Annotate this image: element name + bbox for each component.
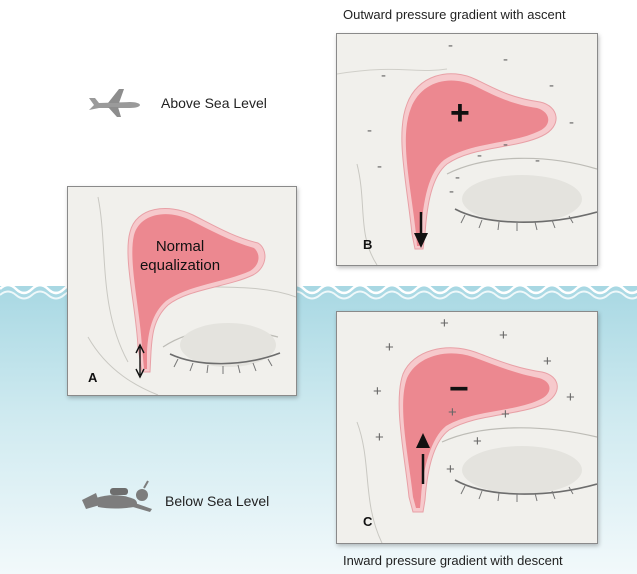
panel-b-ascent: + - - - - - - - - - - - - B: [336, 33, 598, 266]
panel-b-outside-sign: -: [455, 170, 460, 185]
panel-b-outside-sign: -: [503, 52, 508, 67]
panel-c-center-sign: −: [449, 372, 469, 406]
panel-b-outside-sign: -: [503, 137, 508, 152]
panel-c-outside-sign: +: [543, 354, 552, 369]
panel-b-outside-sign: -: [549, 78, 554, 93]
panel-c-outside-sign: +: [448, 405, 457, 420]
panel-b-outside-sign: -: [381, 68, 386, 83]
panel-b-outside-sign: -: [477, 148, 482, 163]
bottom-caption: Inward pressure gradient with descent: [343, 553, 563, 568]
panel-a-label-line2: equalization: [130, 256, 230, 275]
panel-c-outside-sign: +: [566, 390, 575, 405]
panel-b-outside-sign: -: [367, 123, 372, 138]
panel-b-outside-sign: -: [448, 38, 453, 53]
panel-a-sinus-label: Normal equalization: [130, 237, 230, 275]
scuba-diver-icon: [80, 478, 160, 526]
panel-c-illustration: [337, 312, 597, 543]
panel-c-outside-sign: +: [440, 316, 449, 331]
panel-a-label-line1: Normal: [130, 237, 230, 256]
panel-b-letter: B: [363, 237, 372, 252]
panel-b-illustration: [337, 34, 597, 265]
panel-c-outside-sign: +: [499, 328, 508, 343]
above-sea-level-label: Above Sea Level: [161, 95, 267, 111]
panel-c-outside-sign: +: [373, 384, 382, 399]
panel-a-illustration: [68, 187, 296, 395]
panel-a-letter: A: [88, 370, 97, 385]
panel-c-letter: C: [363, 514, 372, 529]
panel-c-outside-sign: +: [473, 434, 482, 449]
panel-c-outside-sign: +: [446, 462, 455, 477]
panel-a-normal-equalization: Normal equalization A: [67, 186, 297, 396]
panel-b-center-sign: +: [450, 96, 470, 130]
panel-b-outside-sign: -: [535, 153, 540, 168]
airplane-icon: [86, 84, 142, 118]
panel-c-outside-sign: +: [375, 430, 384, 445]
below-sea-level-label: Below Sea Level: [165, 493, 269, 509]
panel-b-outside-sign: -: [569, 115, 574, 130]
panel-b-outside-sign: -: [449, 184, 454, 199]
top-caption: Outward pressure gradient with ascent: [343, 7, 566, 22]
panel-c-descent: − + + + + + + + + + + + C: [336, 311, 598, 544]
panel-c-outside-sign: +: [385, 340, 394, 355]
panel-b-outside-sign: -: [377, 159, 382, 174]
panel-c-outside-sign: +: [501, 407, 510, 422]
